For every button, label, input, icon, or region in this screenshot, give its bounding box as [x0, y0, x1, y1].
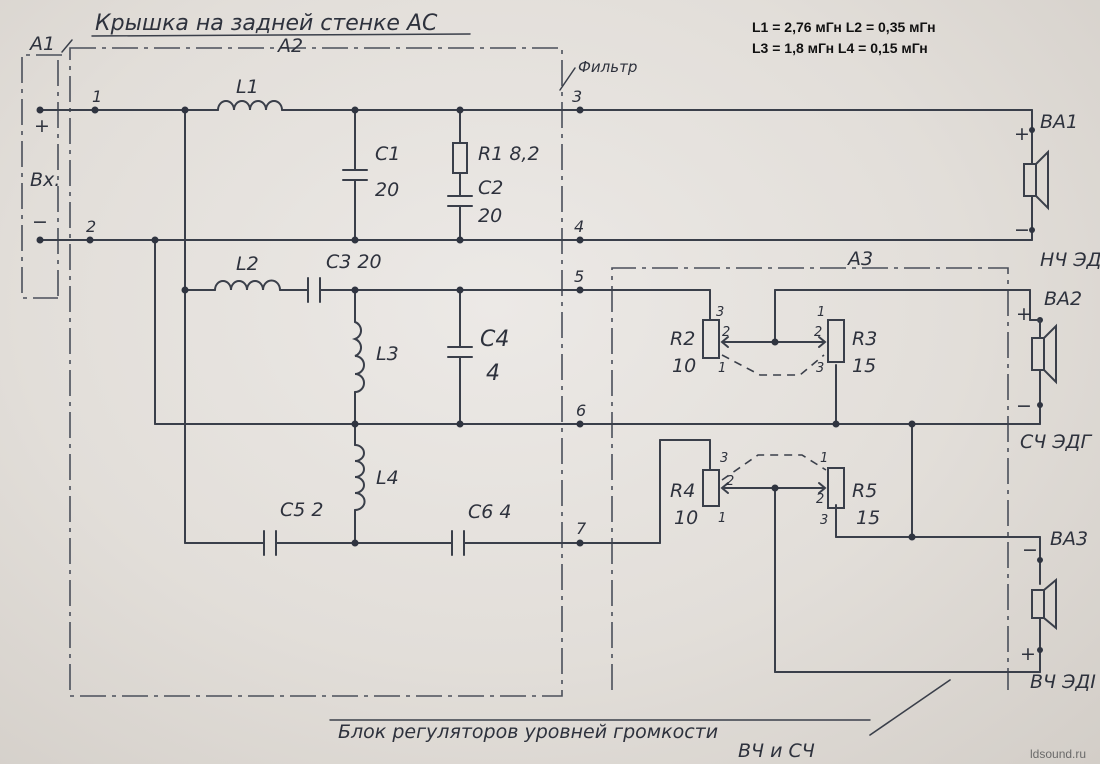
block-a3-label: А3 [846, 248, 873, 270]
input-plus: + [34, 115, 50, 137]
l2-label: L2 [236, 253, 259, 275]
c4-label: C4 [480, 327, 509, 352]
c5-label: C5 2 [280, 499, 323, 521]
block-a1-label: А1 [28, 33, 55, 55]
r3-label: R3 [852, 328, 877, 350]
c2-label: C2 [478, 177, 503, 199]
r5-label: R5 [852, 480, 877, 502]
block-a1-outline [21, 54, 62, 299]
r2-value: 10 [672, 355, 696, 377]
node-4: 4 [574, 217, 584, 236]
ba2-label: ВА2 [1044, 288, 1082, 310]
ba3-type: ВЧ ЭДI [1030, 671, 1096, 693]
l3-label: L3 [376, 343, 399, 365]
node-1: 1 [92, 87, 102, 106]
r3-value: 15 [852, 355, 876, 377]
wiring [39, 109, 1041, 736]
input-label: Вх. [30, 169, 60, 191]
svg-text:2: 2 [816, 492, 824, 507]
node-5: 5 [574, 267, 584, 286]
ba1-type: НЧ ЭДГ [1040, 249, 1100, 271]
potentiometer-r3 [811, 319, 845, 363]
junctions [36, 106, 1043, 653]
ba1-plus: + [1014, 123, 1030, 145]
r5-value: 15 [856, 507, 880, 529]
svg-text:3: 3 [820, 513, 828, 528]
ba2-plus: + [1016, 303, 1032, 325]
inductor-l2 [214, 279, 281, 291]
speaker-ba2 [1031, 323, 1057, 385]
pot-link-r4-r5 [721, 454, 827, 481]
node-6: 6 [576, 401, 586, 420]
watermark: ldsound.ru [1030, 747, 1086, 761]
r4-value: 10 [674, 507, 698, 529]
block-a3-outline [611, 267, 1009, 690]
potentiometer-r5 [811, 467, 845, 509]
l1-label: L1 [236, 76, 259, 98]
ba2-minus: − [1016, 395, 1032, 417]
potentiometer-r4 [702, 469, 736, 507]
r1-label: R1 8,2 [478, 143, 540, 165]
svg-text:2: 2 [722, 325, 730, 340]
r4-label: R4 [670, 480, 695, 502]
capacitor-c5 [263, 530, 277, 556]
block-a2-outline [69, 47, 563, 697]
caption-line-1: Блок регуляторов уровней громкости [338, 721, 718, 743]
node-7: 7 [576, 519, 587, 538]
ba3-minus: − [1022, 539, 1038, 561]
inductance-note-2: L3 = 1,8 мГн L4 = 0,15 мГн [752, 40, 928, 56]
c6-label: C6 4 [468, 501, 511, 523]
ba3-label: ВА3 [1050, 528, 1088, 550]
c4-value: 4 [486, 361, 500, 386]
l4-label: L4 [376, 467, 399, 489]
capacitor-c1 [342, 169, 368, 181]
input-minus: − [32, 211, 48, 233]
capacitor-c6 [451, 530, 465, 556]
potentiometer-r2 [702, 319, 736, 359]
ba3-plus: + [1020, 643, 1036, 665]
svg-text:3: 3 [720, 451, 728, 466]
c1-value: 20 [375, 179, 399, 201]
ba1-label: ВА1 [1040, 111, 1078, 133]
svg-text:1: 1 [718, 511, 726, 526]
node-2: 2 [86, 217, 96, 236]
c1-label: C1 [375, 143, 400, 165]
inductance-note-1: L1 = 2,76 мГн L2 = 0,35 мГн [752, 19, 936, 35]
speaker-ba3 [1031, 577, 1057, 631]
node-3: 3 [572, 87, 582, 106]
inductor-l3 [351, 321, 365, 393]
title-label: Крышка на задней стенке АС [95, 11, 438, 36]
caption-line-2: ВЧ и СЧ [738, 740, 815, 762]
c3-label: C3 20 [326, 251, 382, 273]
ba1-minus: − [1014, 219, 1030, 241]
block-a2-label: А2 [276, 35, 303, 57]
svg-text:2: 2 [726, 474, 734, 489]
pot-link-r2-r3 [721, 354, 825, 376]
inductor-l1 [217, 100, 283, 111]
resistor-r1 [452, 142, 468, 174]
capacitor-c2 [447, 195, 473, 207]
svg-text:1: 1 [718, 361, 726, 376]
capacitor-c3 [307, 277, 321, 303]
svg-text:1: 1 [820, 451, 828, 466]
speaker-ba1 [1023, 149, 1049, 211]
svg-text:2: 2 [814, 325, 822, 340]
svg-text:3: 3 [716, 305, 724, 320]
r2-label: R2 [670, 328, 695, 350]
ba2-type: СЧ ЭДГ [1020, 431, 1092, 453]
c2-value: 20 [478, 205, 502, 227]
capacitor-c4 [447, 346, 473, 358]
filter-label: Фильтр [578, 58, 637, 76]
pot-pin-labels: 3 2 1 1 2 3 3 2 1 1 2 3 [716, 305, 828, 528]
svg-text:3: 3 [816, 361, 824, 376]
svg-text:1: 1 [817, 305, 825, 320]
inductor-l4 [354, 444, 366, 511]
